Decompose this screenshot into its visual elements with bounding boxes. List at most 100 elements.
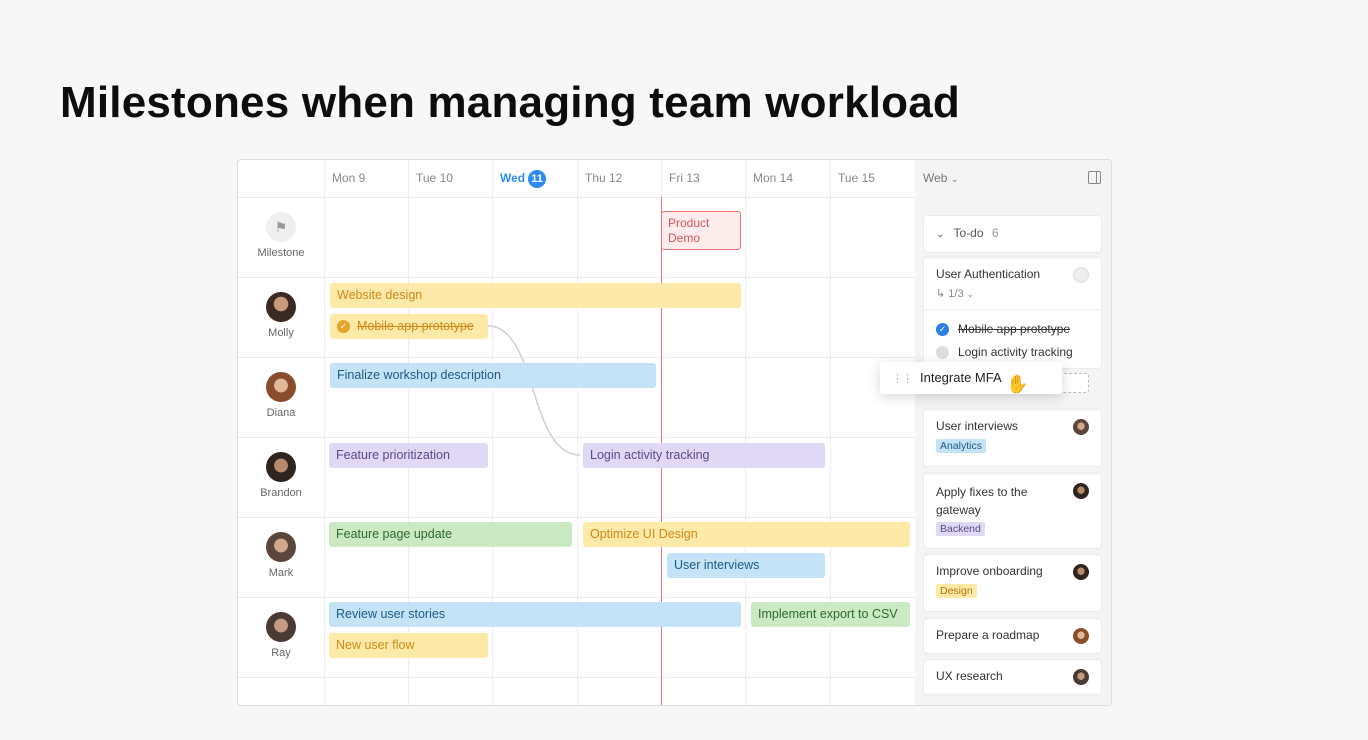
divider (924, 309, 1101, 310)
backlog-sidebar: Web ⌄ ⌄ To-do 6 User Authentication ↳ 1/… (915, 160, 1111, 705)
unassigned-user-icon[interactable] (1073, 267, 1089, 283)
check-icon: ✓ (337, 320, 350, 334)
task-label: Mobile app prototype (357, 319, 474, 333)
member-name: Brandon (260, 487, 302, 499)
chevron-down-icon: ⌄ (966, 289, 975, 299)
task-bar-new-user-flow[interactable]: New user flow (329, 633, 488, 658)
task-bar-login-activity-tracking[interactable]: Login activity tracking (583, 443, 825, 468)
task-bar-finalize-workshop[interactable]: Finalize workshop description (330, 363, 656, 388)
grab-cursor-icon: ✋ (1006, 374, 1029, 394)
card-title: Prepare a roadmap (936, 628, 1040, 642)
member-diana[interactable]: Diana (238, 372, 324, 419)
avatar[interactable] (1073, 483, 1089, 499)
drag-handle-icon[interactable]: ⋮⋮ (892, 373, 913, 385)
day-header-tue-15[interactable]: Tue 15 (838, 171, 875, 185)
flag-icon: ⚑ (266, 212, 296, 242)
avatar (266, 292, 296, 322)
card-improve-onboarding[interactable]: Improve onboarding Design (924, 555, 1101, 611)
card-title: Apply fixes to the gateway (936, 485, 1028, 517)
day-header-tue-10[interactable]: Tue 10 (416, 171, 453, 185)
panel-toggle-icon[interactable] (1088, 171, 1101, 184)
today-badge: 11 (528, 169, 547, 188)
member-name: Diana (266, 407, 296, 419)
today-weekday: Wed (500, 171, 526, 185)
day-header-mon-9[interactable]: Mon 9 (332, 171, 366, 185)
grid-column-line (830, 160, 831, 705)
avatar (266, 452, 296, 482)
grid-column-line (324, 160, 325, 705)
todo-count: 6 (991, 226, 999, 240)
member-name: Molly (268, 327, 294, 339)
subtask-label: Mobile app prototype (958, 322, 1071, 336)
card-title: UX research (936, 669, 1003, 683)
avatar (266, 532, 296, 562)
day-header-thu-12[interactable]: Thu 12 (585, 171, 623, 185)
card-title: User Authentication (936, 267, 1041, 281)
project-selector[interactable]: Web ⌄ (923, 171, 958, 185)
member-name: Ray (271, 647, 291, 659)
member-mark[interactable]: Mark (238, 532, 324, 579)
card-prepare-roadmap[interactable]: Prepare a roadmap (924, 619, 1101, 653)
avatar[interactable] (1073, 669, 1089, 685)
member-brandon[interactable]: Brandon (238, 452, 324, 499)
task-bar-implement-export-csv[interactable]: Implement export to CSV (751, 602, 910, 627)
day-header-fri-13[interactable]: Fri 13 (669, 171, 700, 185)
dragging-card-integrate-mfa[interactable]: ⋮⋮ Integrate MFA (880, 362, 1062, 394)
tag-backend: Backend (936, 522, 985, 536)
card-ux-research[interactable]: UX research (924, 660, 1101, 694)
avatar[interactable] (1073, 564, 1089, 580)
milestone-product-demo[interactable]: Product Demo (661, 211, 741, 250)
member-ray[interactable]: Ray (238, 612, 324, 659)
grid-row-line (238, 357, 915, 358)
empty-check-icon[interactable] (936, 345, 949, 359)
subtask-label: Login activity tracking (958, 345, 1073, 359)
todo-label: To-do (953, 226, 984, 240)
subtask-icon: ↳ (936, 288, 946, 300)
subtask-toggle[interactable]: ↳ 1/3 ⌄ (936, 287, 1089, 300)
project-name: Web (923, 171, 948, 185)
card-user-interviews[interactable]: User interviews Analytics (924, 410, 1101, 466)
card-user-authentication[interactable]: User Authentication ↳ 1/3 ⌄ ✓ Mobile app… (924, 258, 1101, 368)
milestone-label: Milestone (257, 247, 305, 259)
check-icon[interactable]: ✓ (936, 322, 949, 336)
subtask-item[interactable]: Login activity tracking (936, 345, 1089, 359)
member-molly[interactable]: Molly (238, 292, 324, 339)
grid-column-line (745, 160, 746, 705)
tag-design: Design (936, 584, 977, 598)
task-bar-feature-page-update[interactable]: Feature page update (329, 522, 572, 547)
task-bar-website-design[interactable]: Website design (330, 283, 741, 308)
grid-row-line (238, 597, 915, 598)
subtask-progress: 1/3 (948, 288, 964, 300)
dragging-card-label: Integrate MFA (920, 370, 1002, 385)
tag-analytics: Analytics (936, 439, 987, 453)
avatar (266, 372, 296, 402)
card-title: User interviews (936, 419, 1019, 433)
grid-column-line (408, 160, 409, 705)
grid-row-line (238, 277, 915, 278)
grid-row-line (238, 677, 915, 678)
task-bar-review-user-stories[interactable]: Review user stories (329, 602, 741, 627)
milestone-row-label: ⚑ Milestone (238, 212, 324, 259)
page-title: Milestones when managing team workload (60, 78, 960, 127)
card-apply-fixes[interactable]: Apply fixes to the gateway Backend (924, 474, 1101, 548)
task-bar-mobile-app-prototype[interactable]: ✓ Mobile app prototype (330, 314, 488, 339)
avatar[interactable] (1073, 419, 1089, 435)
avatar[interactable] (1073, 628, 1089, 644)
day-header-mon-14[interactable]: Mon 14 (753, 171, 794, 185)
avatar (266, 612, 296, 642)
grid-row-line (238, 517, 915, 518)
grid-row-line (238, 437, 915, 438)
subtask-item[interactable]: ✓ Mobile app prototype (936, 322, 1089, 336)
member-name: Mark (268, 567, 294, 579)
sidebar-header: Web ⌄ (915, 160, 1111, 197)
task-bar-feature-prioritization[interactable]: Feature prioritization (329, 443, 488, 468)
chevron-down-icon: ⌄ (936, 229, 945, 240)
task-bar-optimize-ui-design[interactable]: Optimize UI Design (583, 522, 910, 547)
task-bar-user-interviews[interactable]: User interviews (667, 553, 825, 578)
todo-group-header[interactable]: ⌄ To-do 6 (924, 216, 1101, 252)
card-title: Improve onboarding (936, 564, 1043, 578)
chevron-down-icon: ⌄ (950, 174, 959, 184)
